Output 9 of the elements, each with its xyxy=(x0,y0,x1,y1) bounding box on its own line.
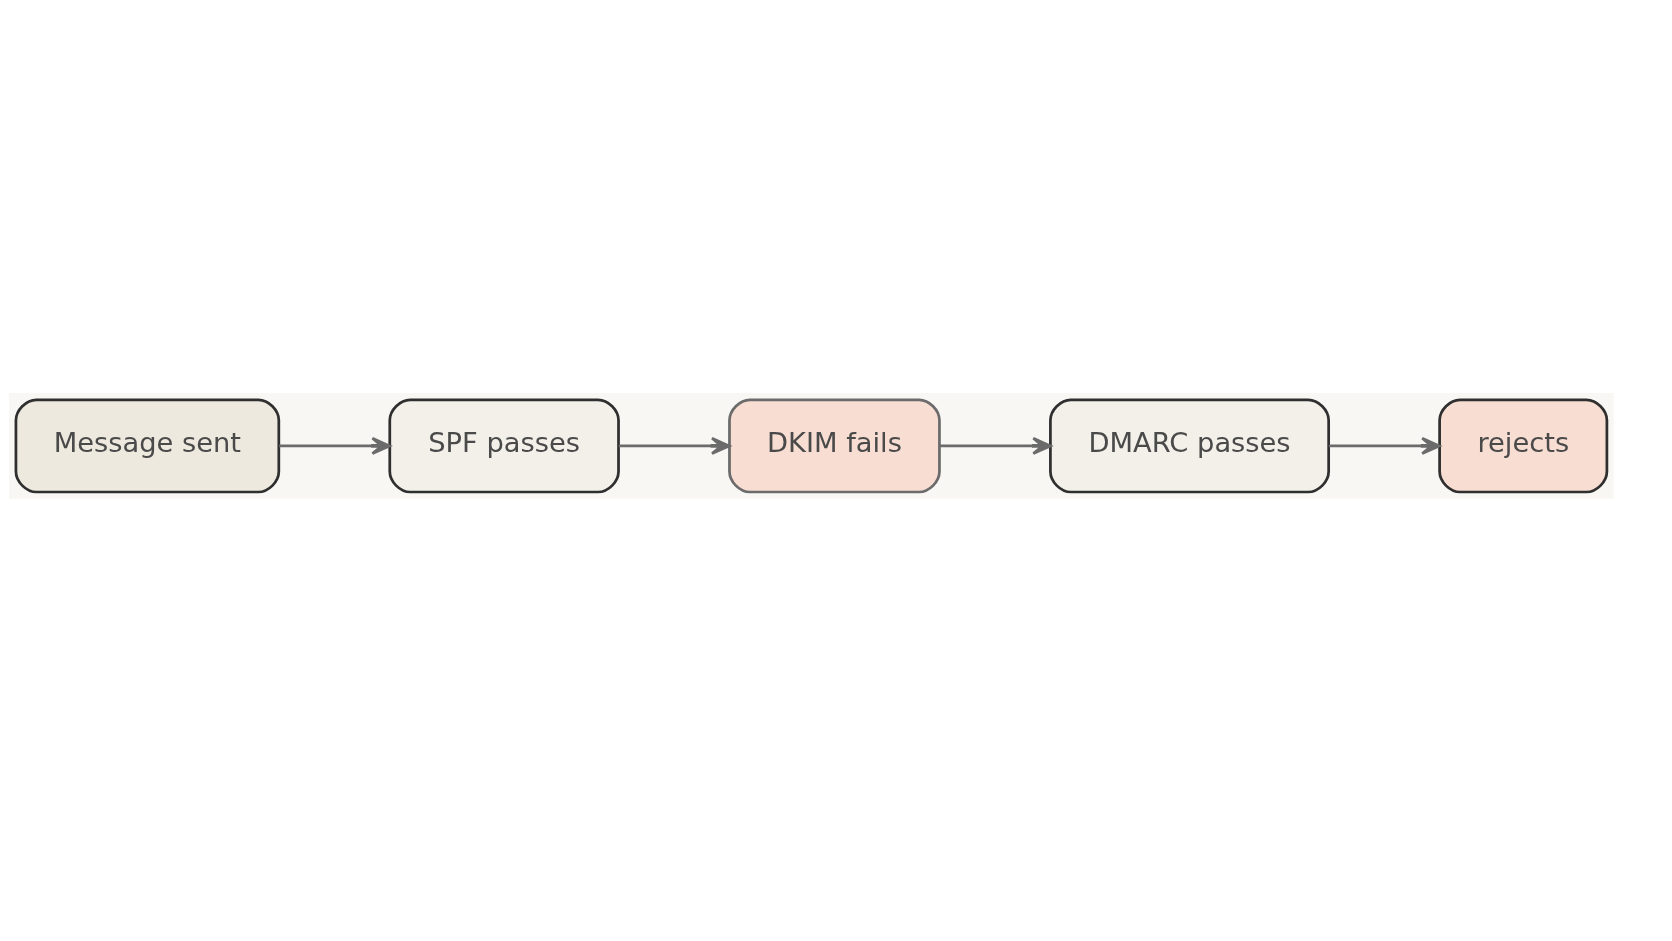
arrow xyxy=(279,436,391,455)
node-box: DMARC passes xyxy=(1049,398,1330,494)
node-box: rejects xyxy=(1438,398,1609,494)
arrow xyxy=(618,436,731,455)
node-box: Message sent xyxy=(14,398,281,494)
arrow xyxy=(1328,436,1441,455)
arrow xyxy=(939,436,1052,455)
node-box: DKIM fails xyxy=(728,398,941,494)
node-box: SPF passes xyxy=(388,398,620,494)
